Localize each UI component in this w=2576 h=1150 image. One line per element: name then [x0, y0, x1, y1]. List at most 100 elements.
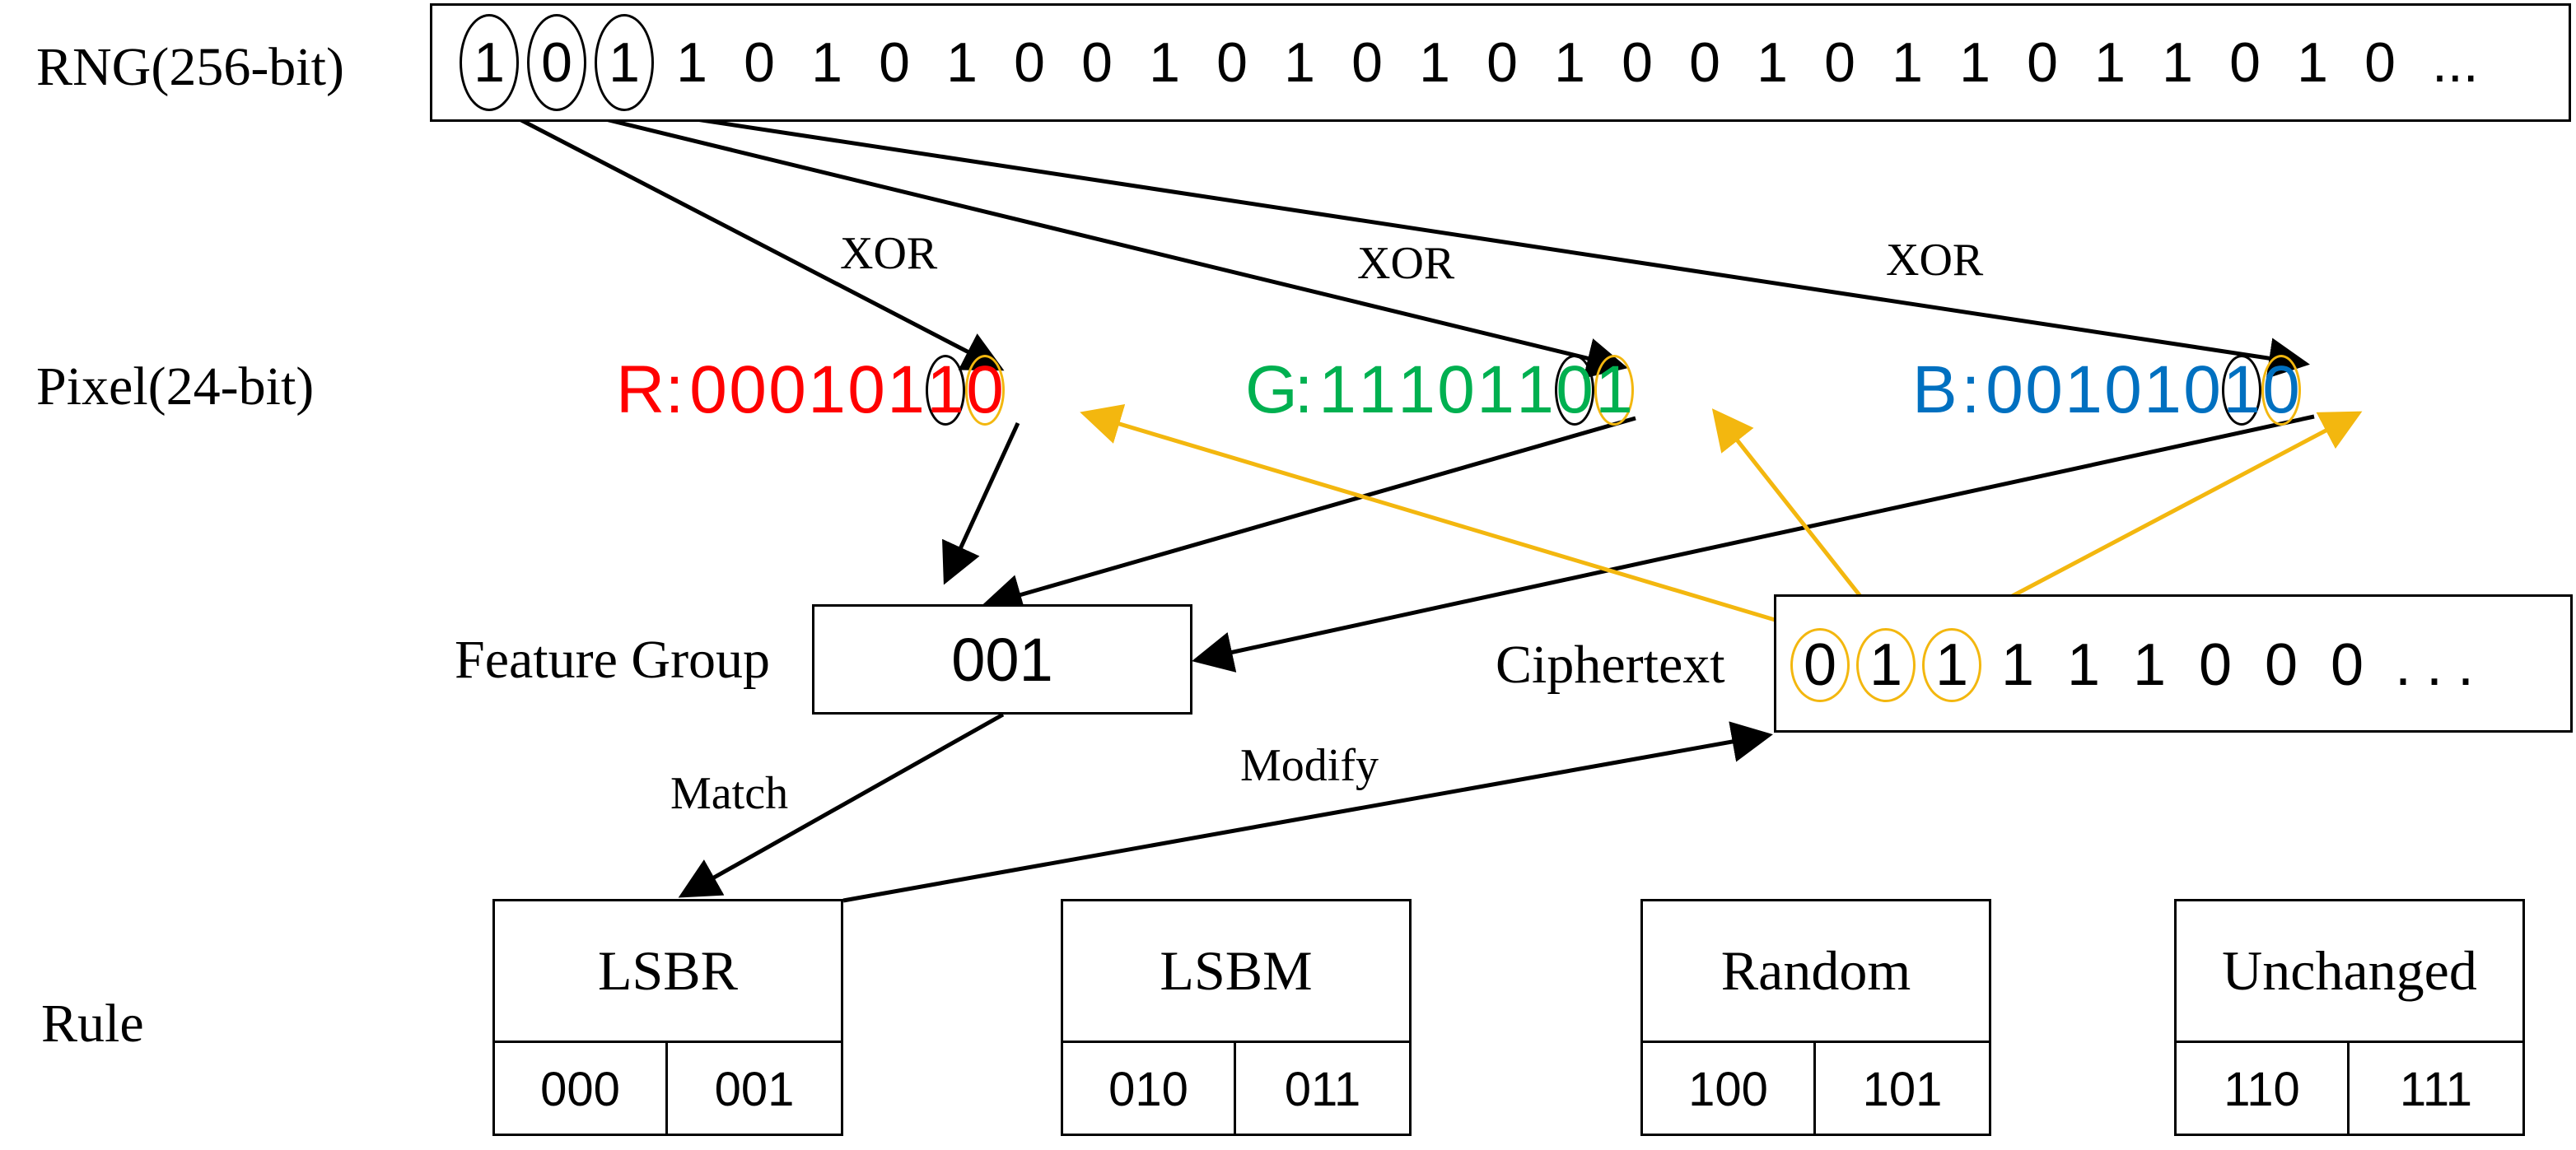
- rng-bit: 0: [1622, 31, 1653, 94]
- pixel-b-lsb: 0: [2261, 352, 2301, 427]
- ciphertext-bit: 0: [2264, 632, 2298, 698]
- rule-code: 011: [1284, 1063, 1361, 1116]
- feature-group-box: 001: [812, 604, 1192, 715]
- rng-label: RNG(256-bit): [36, 37, 344, 97]
- ciphertext-bit: 1: [2132, 632, 2167, 698]
- rng-bit: 1: [1959, 31, 1990, 94]
- rng-bit: 0: [1351, 31, 1383, 94]
- rule-code: 110: [2177, 1043, 2350, 1136]
- rule-code: 101: [1862, 1063, 1943, 1116]
- embed-arrow-r: [1080, 403, 1822, 636]
- pixel-b-colon: :: [1961, 352, 1981, 427]
- modify-label: Modify: [1240, 740, 1379, 791]
- rng-bit: 1: [1284, 31, 1315, 94]
- rule-code: 000: [495, 1043, 668, 1136]
- rule-code: 111: [2399, 1063, 2473, 1116]
- xor-label-b: XOR: [1886, 235, 1984, 286]
- pixel-b-bit: 0: [2183, 352, 2221, 427]
- pixel-g-colon: :: [1294, 352, 1314, 427]
- rng-bit: 1: [946, 31, 978, 94]
- rule-name: LSBM: [1063, 901, 1409, 1043]
- xor-label-r: XOR: [840, 228, 938, 279]
- group-arrow-b: [1192, 414, 2315, 673]
- rng-ellipsis: ...: [2432, 31, 2479, 94]
- rng-box: [430, 3, 2571, 122]
- rng-bit: 1: [1149, 31, 1180, 94]
- xor-arrow-b: [625, 106, 2310, 379]
- group-arrow-r: [942, 421, 1020, 585]
- feature-group-label: Feature Group: [455, 630, 771, 690]
- rng-bit: 1: [2297, 31, 2328, 94]
- rng-bit: 1: [1757, 31, 1788, 94]
- rng-circled-bit: 1: [595, 14, 654, 111]
- rng-bit: 0: [1824, 31, 1855, 94]
- xor-arrow-g: [561, 106, 1628, 379]
- match-label: Match: [670, 768, 789, 819]
- pixel-label: Pixel(24-bit): [36, 356, 315, 417]
- feature-group-value: 001: [951, 625, 1053, 694]
- modify-arrow: [842, 721, 1773, 903]
- pixel-r-bit: 0: [689, 352, 727, 427]
- pixel-g-bit: 1: [1318, 352, 1356, 427]
- rng-bit: 0: [744, 31, 775, 94]
- rule-label: Rule: [41, 994, 144, 1054]
- pixel-g-bit: 1: [1398, 352, 1435, 427]
- ciphertext-bit: 1: [2000, 632, 2035, 698]
- rng-circled-bit: 0: [527, 14, 586, 111]
- rng-bit: 0: [1486, 31, 1518, 94]
- pixel-r-bit: 0: [847, 352, 885, 427]
- pixel-b-label: B: [1912, 352, 1958, 427]
- pixel-g-lsb: 1: [1594, 352, 1634, 427]
- pixel-b-bit: 0: [2025, 352, 2063, 427]
- pixel-r-label: R: [616, 352, 665, 427]
- rng-bit: 0: [2364, 31, 2396, 94]
- xor-arrow-r: [497, 106, 1005, 371]
- pixel-b-bit: 1: [2065, 352, 2102, 427]
- pixel-r-bit: 1: [887, 352, 925, 427]
- pixel-g-bit: 1: [1516, 352, 1554, 427]
- rng-bit: 1: [811, 31, 842, 94]
- rng-bit: 1: [2162, 31, 2193, 94]
- pixel-g-bit: 1: [1358, 352, 1396, 427]
- rng-bit: 1: [2094, 31, 2126, 94]
- rng-bit: 0: [879, 31, 910, 94]
- pixel-b-bit: 0: [1986, 352, 2023, 427]
- pixel-g-bit: 1: [1477, 352, 1514, 427]
- pixel-b-bit: 0: [2104, 352, 2142, 427]
- group-arrow-g: [981, 416, 1636, 615]
- pixel-b-bit: 1: [2144, 352, 2182, 427]
- rng-bit: 1: [676, 31, 707, 94]
- pixel-r-colon: :: [665, 352, 684, 427]
- ciphertext-bit: 0: [2330, 632, 2364, 698]
- rule-code: 100: [1643, 1043, 1816, 1136]
- rng-bit: 0: [1216, 31, 1248, 94]
- pixel-g-label: G: [1245, 352, 1298, 427]
- rule-code: 010: [1063, 1043, 1236, 1136]
- xor-label-g: XOR: [1357, 238, 1455, 289]
- ciphertext-bit: 1: [2066, 632, 2101, 698]
- rng-bit: 0: [1081, 31, 1113, 94]
- ciphertext-circled-bit: 1: [1856, 628, 1916, 702]
- rule-name: Unchanged: [2177, 901, 2522, 1043]
- pixel-r-xor-bit: 1: [926, 352, 965, 427]
- rule-name: LSBR: [495, 901, 841, 1043]
- rule-code: 001: [714, 1063, 795, 1116]
- pixel-b-xor-bit: 1: [2222, 352, 2261, 427]
- rng-circled-bit: 1: [460, 14, 519, 111]
- pixel-r-bit: 0: [768, 352, 806, 427]
- ciphertext-ellipsis: ...: [2395, 632, 2490, 698]
- ciphertext-label: Ciphertext: [1496, 635, 1725, 695]
- rule-name: Random: [1643, 901, 1989, 1043]
- ciphertext-circled-bit: 0: [1790, 628, 1850, 702]
- pixel-r-bit: 1: [808, 352, 846, 427]
- rng-bit: 0: [2027, 31, 2058, 94]
